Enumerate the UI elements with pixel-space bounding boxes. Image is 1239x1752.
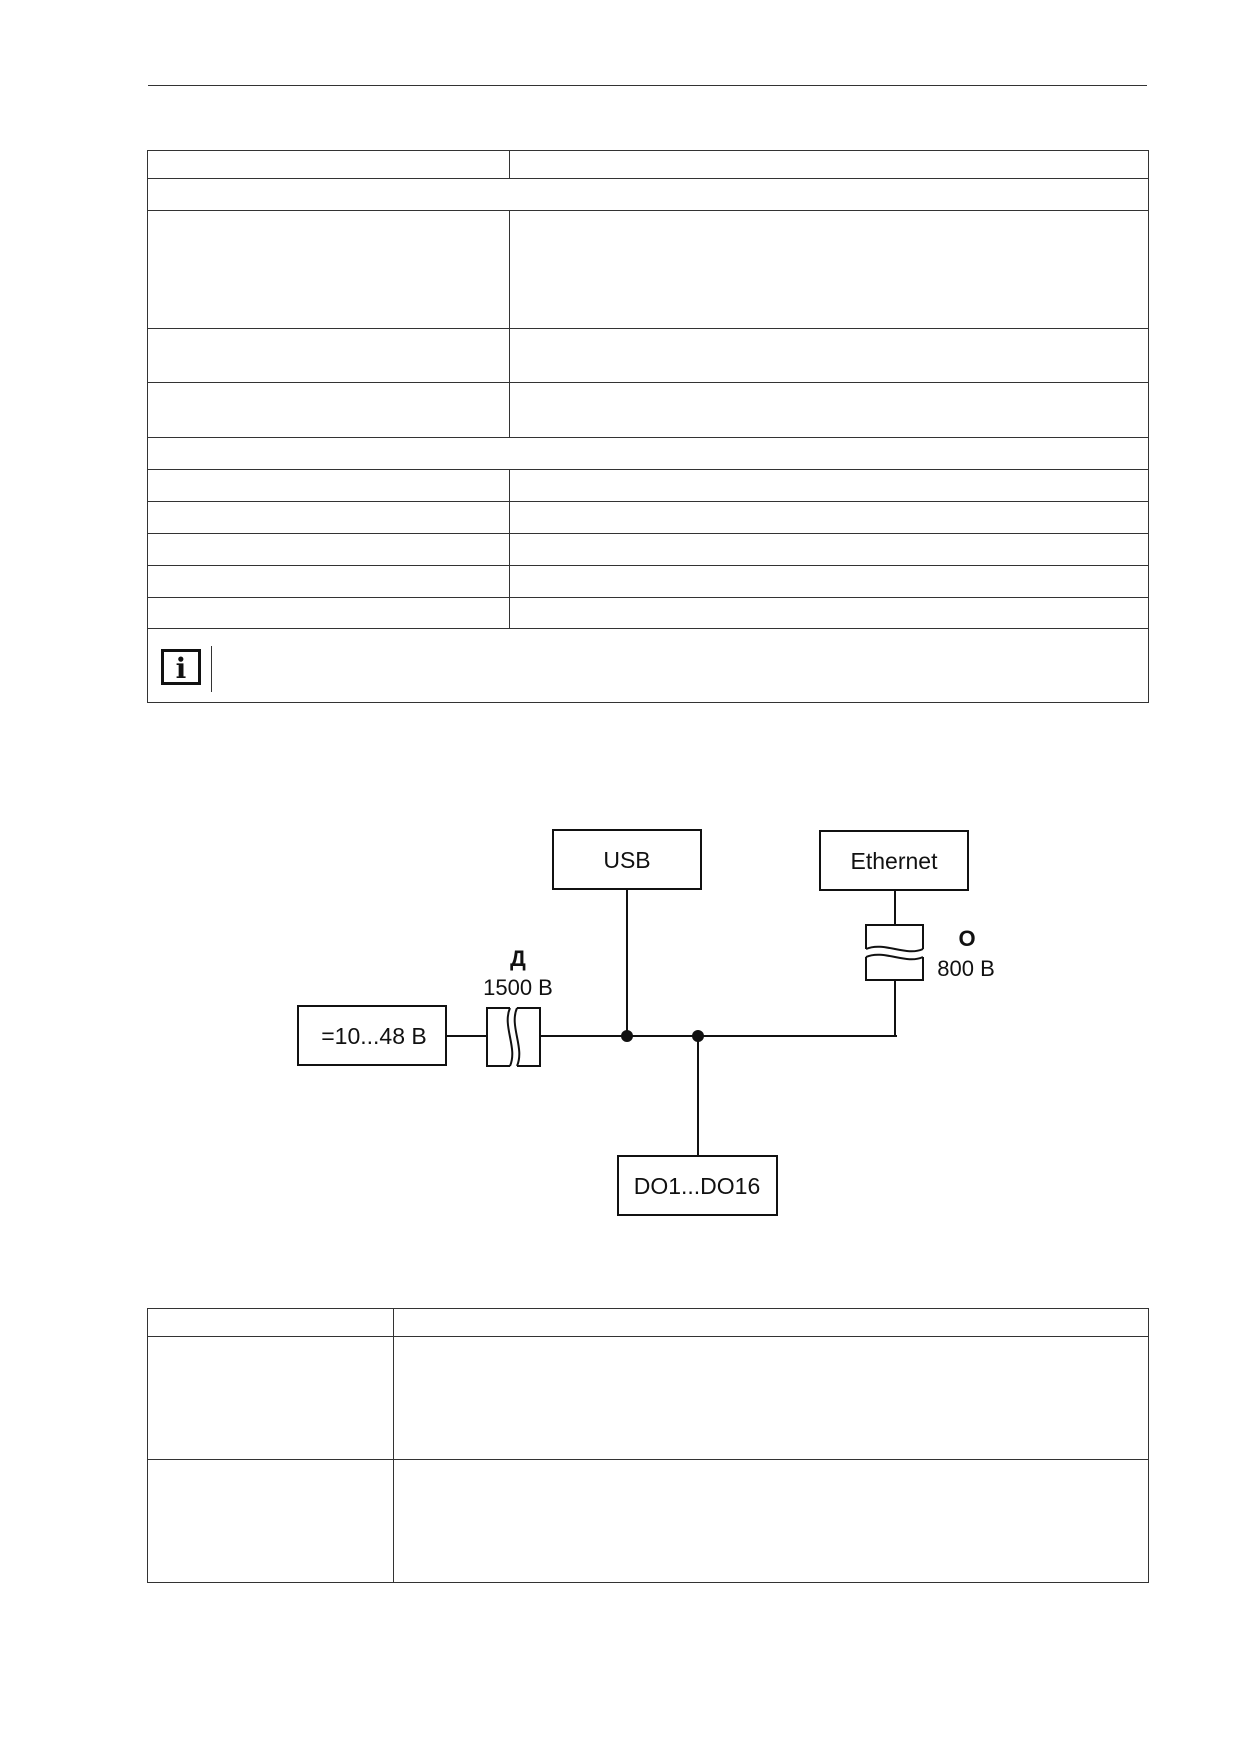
junction-dot [621, 1030, 633, 1042]
ethernet-block: Ethernet [819, 830, 969, 891]
table-cell [509, 210, 1149, 329]
table-row [147, 1308, 1149, 1337]
power-box [297, 1005, 447, 1066]
table-row: i [147, 628, 1149, 703]
diagram-wires [446, 889, 897, 1156]
table-cell [509, 501, 1149, 534]
table-cell [147, 597, 510, 629]
info-glyph: i [176, 652, 187, 685]
ethernet-box [819, 830, 969, 891]
isolation-power-type: Д [510, 946, 526, 971]
table-cell [509, 565, 1149, 598]
table-cell [147, 382, 510, 438]
table-cell [147, 328, 510, 383]
table-cell [147, 565, 510, 598]
table-cell [393, 1308, 1149, 1337]
isolation-ethernet-type: О [958, 926, 975, 951]
outputs-box [617, 1155, 778, 1216]
isolation-ethernet-voltage: 800 В [937, 956, 995, 981]
table-row [147, 178, 1149, 211]
note-cell: i [147, 628, 1149, 703]
ethernet-label: Ethernet [851, 848, 939, 874]
junction-dot [692, 1030, 704, 1042]
outputs-label: DO1...DO16 [634, 1173, 761, 1199]
table-cell [393, 1336, 1149, 1460]
header-rule [148, 85, 1147, 86]
table-row [147, 382, 1149, 438]
table-cell [147, 150, 510, 179]
table-row [147, 1336, 1149, 1460]
power-label: =10...48 В [321, 1023, 427, 1049]
table-row [147, 469, 1149, 502]
table-row [147, 565, 1149, 598]
usb-block: USB [552, 829, 702, 890]
table-cell [147, 1308, 394, 1337]
table-row [147, 501, 1149, 534]
table-cell [509, 328, 1149, 383]
isolation-barrier-power-icon [486, 1007, 541, 1067]
power-block: =10...48 В [297, 1005, 447, 1066]
table-cell [509, 533, 1149, 566]
usb-label: USB [603, 847, 650, 873]
table-section-cell [147, 178, 1149, 211]
table-cell [147, 1336, 394, 1460]
table-cell [147, 1459, 394, 1583]
note-separator [211, 646, 212, 692]
spec-table-bottom [147, 1308, 1149, 1583]
info-icon: i [161, 649, 201, 685]
usb-box [552, 829, 702, 890]
table-row [147, 597, 1149, 629]
table-cell [509, 150, 1149, 179]
outputs-block: DO1...DO16 [617, 1155, 778, 1216]
table-cell [147, 210, 510, 329]
table-row [147, 150, 1149, 179]
table-row [147, 1459, 1149, 1583]
table-cell [393, 1459, 1149, 1583]
isolation-power-voltage: 1500 В [483, 975, 553, 1000]
table-row [147, 210, 1149, 329]
table-section-cell [147, 437, 1149, 470]
table-cell [509, 382, 1149, 438]
table-cell [147, 469, 510, 502]
table-cell [509, 597, 1149, 629]
table-row [147, 328, 1149, 383]
table-cell [147, 501, 510, 534]
isolation-barrier-ethernet-icon [865, 924, 924, 981]
table-cell [147, 533, 510, 566]
table-row [147, 437, 1149, 470]
spec-table-top: i [147, 150, 1149, 703]
table-cell [509, 469, 1149, 502]
isolation-diagram: USB Ethernet =10...48 В DO1...DO16 Д 150… [297, 829, 995, 1216]
table-row [147, 533, 1149, 566]
